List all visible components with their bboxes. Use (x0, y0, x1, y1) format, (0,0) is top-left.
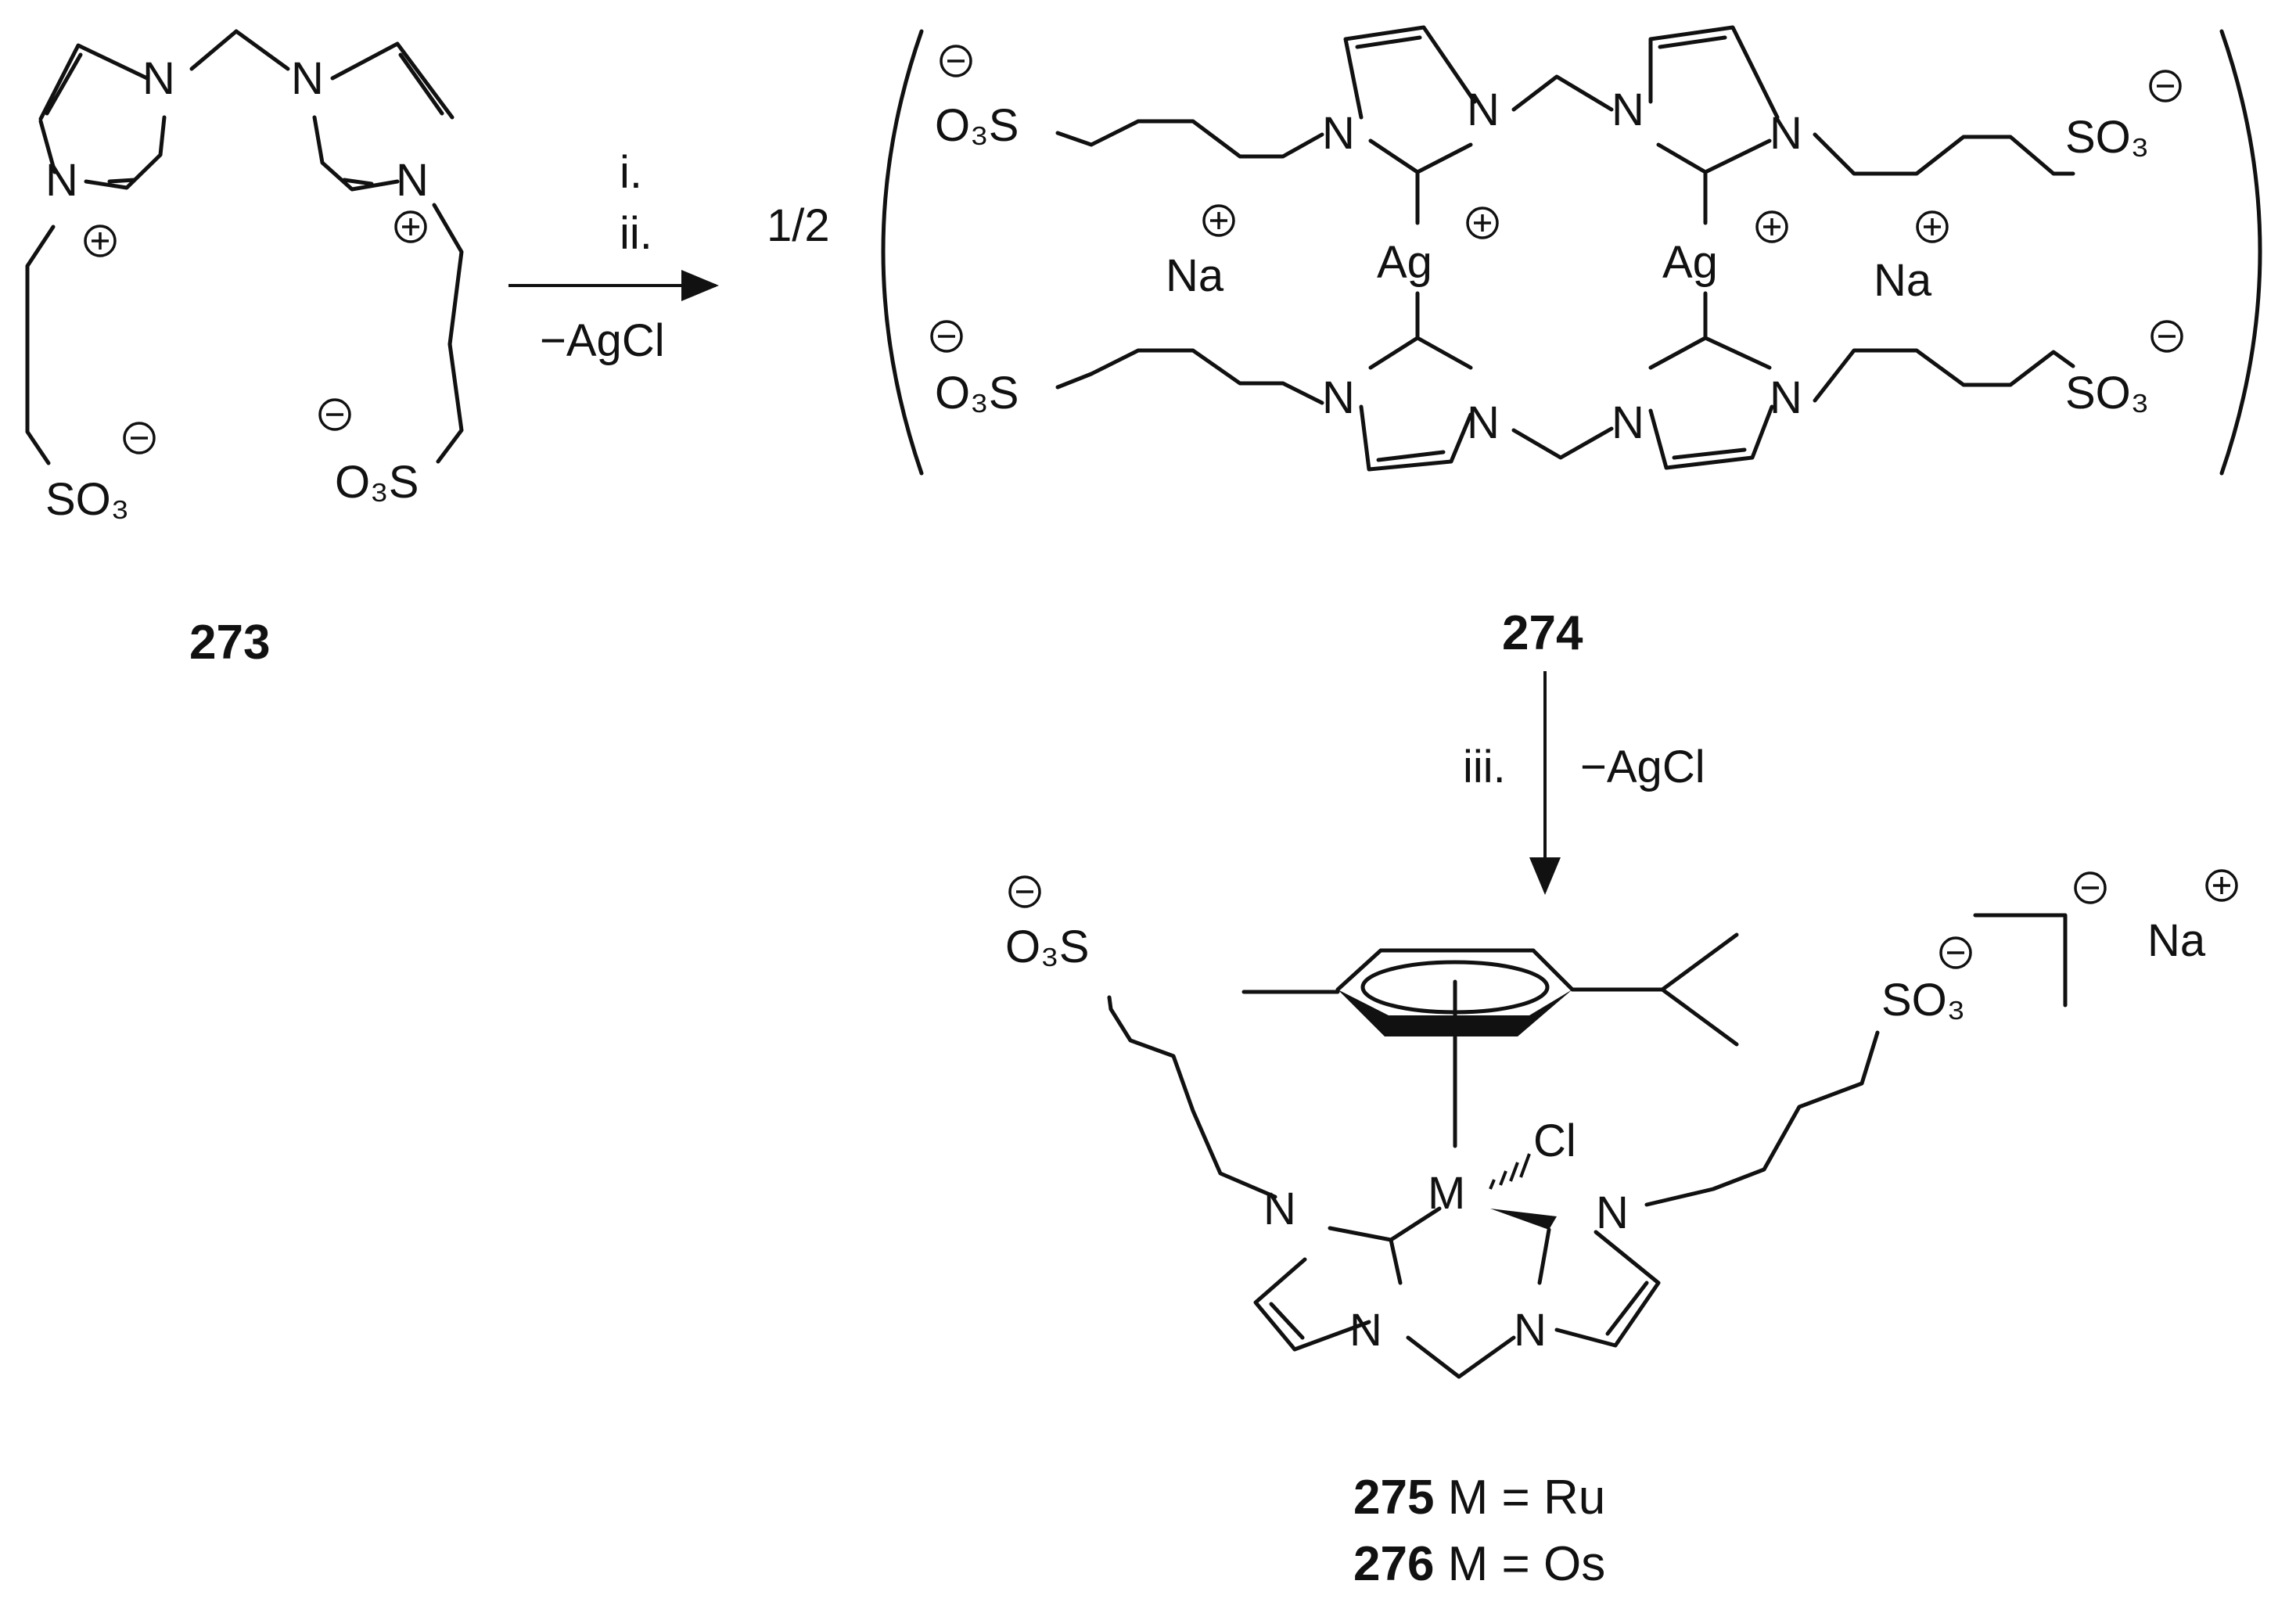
negative-charge-icon (2074, 871, 2107, 904)
sodium-counterion: Na (1874, 255, 1932, 306)
sodium-counterion: Na (1166, 250, 1224, 301)
sulfonate-label: SO₃ (45, 474, 129, 525)
negative-charge-icon (2150, 320, 2183, 353)
compound-273-label: 273 (189, 616, 270, 670)
sulfonate-label: SO₃ (1881, 975, 1965, 1026)
atom-N: N (291, 53, 324, 104)
byproduct-label: −AgCl (1580, 742, 1705, 792)
stoichiometric-coefficient: 1/2 (767, 200, 830, 251)
positive-charge-icon (394, 210, 427, 243)
atom-N: N (142, 53, 175, 104)
compound-273-structure (25, 29, 464, 465)
silver-atom: Ag (1377, 237, 1432, 288)
sodium-counterion: Na (2147, 915, 2206, 966)
reagent-step-ii: ii. (620, 208, 652, 259)
atom-N: N (1612, 84, 1644, 135)
positive-charge-icon (1466, 207, 1499, 239)
right-parenthesis (2219, 29, 2262, 476)
left-parenthesis (881, 29, 924, 476)
compound-276-caption: 276 M = Os (1353, 1537, 1605, 1591)
compound-274-label: 274 (1502, 606, 1583, 660)
atom-N: N (1467, 84, 1500, 135)
negative-charge-icon (318, 398, 351, 431)
compound-276-number: 276 (1353, 1537, 1434, 1591)
positive-charge-icon (1202, 204, 1235, 237)
reagent-step-iii: iii. (1463, 742, 1506, 792)
positive-charge-icon (1916, 210, 1949, 243)
atom-N: N (1263, 1184, 1296, 1234)
reagent-step-i: i. (620, 147, 642, 198)
compound-275-caption: 275 M = Ru (1353, 1471, 1605, 1525)
sulfonate-label: O₃S (1005, 921, 1089, 972)
positive-charge-icon (2205, 869, 2238, 902)
compound-275-structure (1107, 913, 2068, 1379)
sulfonate-label: SO₃ (2065, 368, 2149, 419)
atom-N: N (1514, 1305, 1547, 1356)
compound-275-number: 275 (1353, 1471, 1434, 1525)
compound-275-metal: M = Ru (1434, 1471, 1605, 1525)
byproduct-label: −AgCl (540, 315, 665, 366)
sulfonate-label: SO₃ (2065, 112, 2149, 163)
atom-N: N (1770, 108, 1802, 159)
sulfonate-label: O₃S (935, 368, 1019, 419)
negative-charge-icon (940, 45, 972, 77)
negative-charge-icon (1939, 936, 1972, 969)
atom-N: N (1322, 108, 1355, 159)
atom-N: N (396, 155, 429, 206)
compound-276-metal: M = Os (1434, 1537, 1605, 1591)
sulfonate-label: O₃S (335, 457, 419, 508)
negative-charge-icon (930, 320, 963, 353)
atom-N: N (1612, 397, 1644, 448)
atom-N: N (1322, 372, 1355, 423)
positive-charge-icon (84, 225, 117, 257)
atom-N: N (1770, 372, 1802, 423)
negative-charge-icon (2149, 70, 2182, 102)
atom-N: N (1349, 1305, 1382, 1356)
positive-charge-icon (1755, 210, 1788, 243)
negative-charge-icon (1008, 875, 1041, 908)
sulfonate-label: O₃S (935, 100, 1019, 151)
compound-274-structure (1055, 25, 2075, 472)
atom-N: N (45, 155, 78, 206)
atom-N: N (1467, 397, 1500, 448)
atom-N: N (1596, 1187, 1629, 1238)
silver-atom: Ag (1662, 237, 1718, 288)
chloride-ligand: Cl (1533, 1115, 1576, 1166)
negative-charge-icon (123, 422, 156, 454)
metal-center: M (1428, 1168, 1465, 1219)
